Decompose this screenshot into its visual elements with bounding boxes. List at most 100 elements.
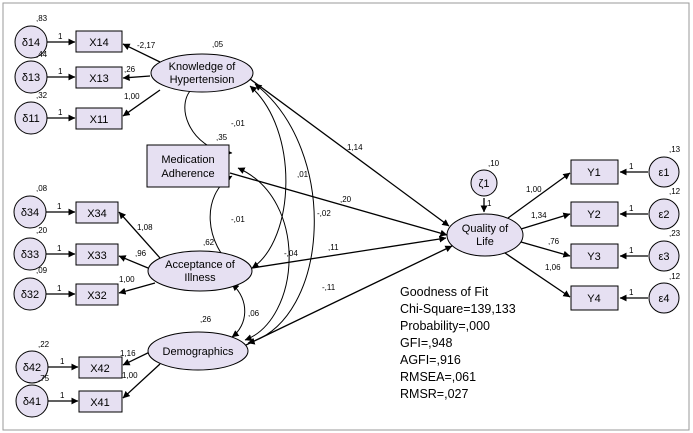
r2-x34: ,08 (36, 184, 48, 193)
r2-x41: ,75 (38, 374, 50, 383)
loading-x14: -2,17 (137, 41, 156, 50)
fix-x32: 1 (57, 284, 62, 293)
gof-gfi: GFI=,948 (400, 336, 453, 350)
indicator-x13 (75, 66, 123, 89)
latent-demographics (147, 331, 249, 371)
error-eps4-label: ε4 (658, 293, 669, 305)
load-arrow-x41 (122, 363, 161, 399)
load-arrow-x32 (118, 282, 156, 295)
error-delta41-label: δ41 (23, 396, 41, 408)
loading-y3: ,76 (548, 237, 560, 246)
error-eps4 (648, 282, 680, 314)
corr-med-demo (237, 167, 290, 342)
loading-y2: 1,34 (531, 211, 547, 220)
loading-x32: 1,00 (119, 275, 135, 284)
load-arrow-y3 (520, 241, 571, 258)
coef-know-qol: 1,14 (347, 143, 363, 152)
coef-demo-qol: -,11 (322, 283, 336, 292)
r2-y2: ,12 (669, 187, 681, 196)
error-delta11 (14, 101, 48, 135)
coef-acc-demo: ,06 (248, 309, 260, 318)
indicator-x42 (78, 356, 123, 379)
indicator-x34-label: X34 (87, 208, 107, 220)
load-arrow-x33 (118, 255, 149, 269)
load-arrow-x11 (122, 89, 161, 117)
loading-y1: 1,00 (526, 185, 542, 194)
error-delta13 (14, 60, 48, 94)
error-delta42-label: δ42 (23, 362, 41, 374)
indicator-x41-label: X41 (90, 397, 110, 409)
indicator-x41 (78, 390, 123, 413)
gof-rmsea: RMSEA=,061 (400, 370, 476, 384)
fix-x41: 1 (60, 391, 65, 400)
indicator-y2-label: Y2 (587, 209, 600, 221)
indicator-y2 (570, 201, 619, 227)
indicator-y3 (570, 243, 619, 269)
indicator-x32 (75, 283, 119, 306)
gof-chi-square: Chi-Square=139,133 (400, 302, 516, 316)
acceptance-group: δ34 δ33 δ32 ,08 ,20 ,09 1 1 1 X34 X33 X3… (13, 184, 253, 311)
latent-quality-of-life (446, 213, 524, 257)
load-arrow-x14 (122, 43, 161, 63)
error-delta14-label: δ14 (22, 37, 40, 49)
r2-acceptance: ,62 (203, 238, 215, 247)
error-delta33-label: δ33 (21, 249, 39, 261)
indicator-x14-label: X14 (89, 37, 109, 49)
load-arrow-x34 (118, 211, 161, 259)
demographics-group: δ42 δ41 ,22 ,75 1 1 X42 X41 1,16 1,00 De… (15, 315, 249, 418)
corr-know-acc (249, 85, 287, 269)
latent-qol-line2: Life (476, 236, 494, 248)
error-delta34 (13, 195, 47, 229)
error-zeta1-label: ζ1 (479, 178, 490, 190)
latent-knowledge (150, 53, 254, 93)
knowledge-group: δ14 δ13 δ11 ,83 ,44 ,32 1 1 1 X14 X13 X1… (14, 14, 254, 135)
indicator-y1 (570, 159, 619, 185)
corr-know-demo (247, 83, 315, 345)
latent-qol-line1: Quality of (462, 223, 509, 235)
error-eps3 (648, 240, 680, 272)
goodness-of-fit: Goodness of Fit Chi-Square=139,133 Proba… (400, 285, 516, 401)
fix-y3: 1 (629, 246, 634, 255)
gof-agfi: AGFI=,916 (400, 353, 461, 367)
r2-x33: ,20 (36, 226, 48, 235)
coef-acc-qol: ,11 (328, 243, 339, 252)
latent-acceptance (147, 250, 253, 292)
latent-acceptance-line2: Illness (184, 272, 216, 284)
fix-zeta: 1 (487, 199, 492, 208)
medication-line2: Adherence (161, 168, 214, 180)
coef-know-demo: -,02 (317, 209, 331, 218)
loading-y4: 1,06 (545, 263, 561, 272)
medication-group: Medication Adherence ,35 (146, 133, 230, 188)
error-eps2 (648, 198, 680, 230)
error-zeta1 (470, 169, 498, 197)
r2-x42: ,22 (38, 340, 50, 349)
error-delta14 (14, 25, 48, 59)
r2-y3: ,23 (669, 229, 681, 238)
load-arrow-x13 (122, 74, 151, 81)
error-delta34-label: δ34 (21, 207, 39, 219)
indicator-y3-label: Y3 (587, 251, 600, 263)
gof-title: Goodness of Fit (400, 285, 489, 299)
gof-probability: Probability=,000 (400, 319, 490, 333)
coef-acc-med: -,01 (231, 215, 245, 224)
medication-line1: Medication (161, 154, 214, 166)
error-delta11-label: δ11 (22, 113, 40, 125)
indicator-x33 (75, 243, 119, 266)
error-delta32 (13, 277, 47, 311)
path-demo-qol (245, 245, 453, 346)
indicator-x34 (75, 201, 119, 224)
r2-qol: ,10 (488, 159, 500, 168)
fix-x13: 1 (58, 67, 63, 76)
error-delta42 (15, 350, 49, 384)
path-know-qol (245, 75, 450, 227)
r2-demographics: ,26 (200, 315, 212, 324)
coef-med-demo: -,04 (284, 249, 298, 258)
indicator-x14 (75, 30, 123, 53)
latent-knowledge-line1: Knowledge of (169, 61, 237, 73)
error-delta32-label: δ32 (21, 289, 39, 301)
latent-demographics-label: Demographics (163, 346, 234, 358)
latent-knowledge-line2: Hypertension (170, 74, 235, 86)
indicator-x13-label: X13 (89, 73, 109, 85)
path-acc-qol (251, 235, 447, 269)
